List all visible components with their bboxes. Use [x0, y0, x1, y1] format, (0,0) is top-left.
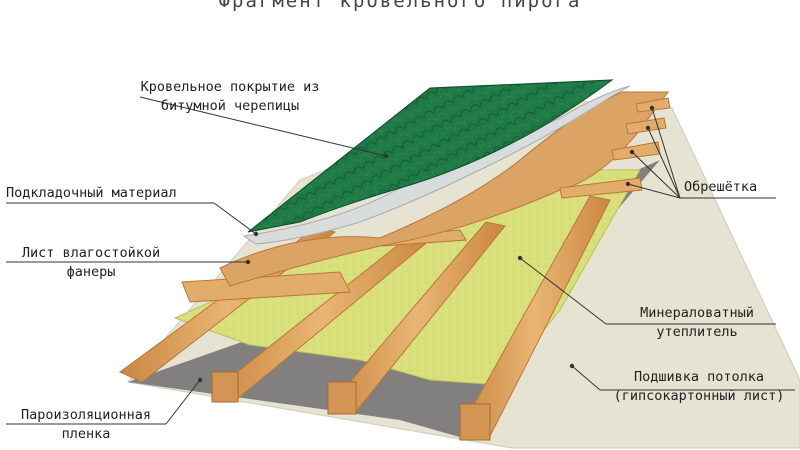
- label-battens: Обрешётка: [684, 178, 757, 197]
- batten: [559, 177, 643, 199]
- label-plywood-line1: Лист влагостойкой: [21, 245, 161, 261]
- batten: [635, 97, 671, 113]
- diagram-title: Фрагмент кровельного пирога: [218, 0, 582, 12]
- label-plywood: Лист влагостойкой фанеры: [6, 244, 176, 282]
- label-underlay-text: Подкладочный материал: [6, 185, 177, 201]
- label-ceiling: Подшивка потолка (гипсокартонный лист): [600, 368, 798, 406]
- plywood-sheet: [219, 91, 669, 287]
- label-battens-text: Обрешётка: [684, 179, 758, 195]
- label-roof-covering-line1: Кровельное покрытие из: [140, 79, 320, 95]
- label-insulation: Минераловатный утеплитель: [612, 304, 782, 342]
- label-underlay: Подкладочный материал: [6, 184, 177, 203]
- plywood-plank: [181, 271, 351, 303]
- label-ceiling-line1: Подшивка потолка: [633, 369, 765, 385]
- label-plywood-line2: фанеры: [66, 264, 116, 280]
- leader-dots: [197, 105, 655, 383]
- label-vapor-line1: Пароизоляционная: [20, 407, 152, 423]
- label-vapor-barrier: Пароизоляционная пленка: [6, 406, 166, 444]
- label-insulation-line2: утеплитель: [656, 324, 738, 340]
- label-roof-covering-line2: битумной черепицы: [160, 98, 300, 114]
- label-ceiling-line2: (гипсокартонный лист): [613, 388, 785, 404]
- label-vapor-line2: пленка: [61, 426, 111, 442]
- label-insulation-line1: Минераловатный: [640, 305, 754, 321]
- shingle-roof: [247, 79, 614, 233]
- leader-lines: [6, 96, 795, 425]
- label-roof-covering: Кровельное покрытие из битумной черепицы: [110, 78, 350, 116]
